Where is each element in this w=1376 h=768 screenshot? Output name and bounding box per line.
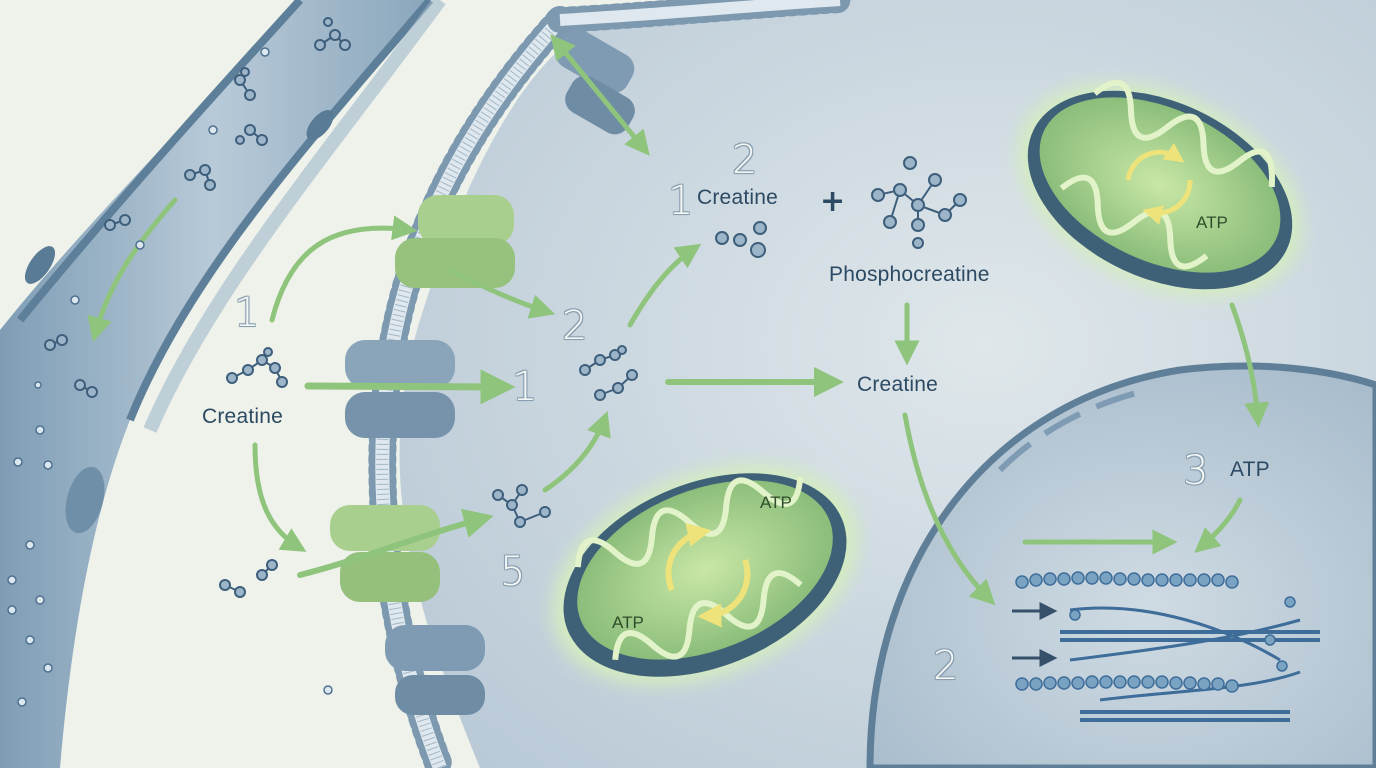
arrow-vessel-down <box>87 197 178 343</box>
channel-blue-middle <box>345 340 455 438</box>
arrow-up-to-creatine <box>627 243 702 328</box>
label-atp-right: ATP <box>1230 458 1270 481</box>
blood-vessel <box>0 0 446 768</box>
channel-green-upper <box>395 195 515 288</box>
molecule-lower-left <box>219 559 278 598</box>
arrow-mito-down <box>1229 302 1270 428</box>
arrow-lower-up <box>542 410 611 493</box>
channel-blue-bottom <box>385 625 485 715</box>
label-atp-mito-top: ATP <box>1196 213 1228 232</box>
step-number-top-left: 1 <box>668 178 694 224</box>
arrow-to-myofibril <box>902 412 996 606</box>
molecule-phosphocreatine <box>871 156 967 249</box>
fiber-pointer-arrows <box>1012 602 1058 667</box>
myofibril <box>1015 571 1320 722</box>
arrow-straight-middle <box>304 369 516 405</box>
molecule-creatine-left <box>226 347 288 388</box>
label-creatine-center: Creatine <box>857 373 938 396</box>
mitochondrion-top <box>1018 79 1302 297</box>
step-number-arrow-end: 1 <box>512 364 538 410</box>
step-number-top-right: 2 <box>732 137 758 183</box>
molecule-vessel-2 <box>234 67 256 101</box>
step-number-atp: 3 <box>1183 448 1209 494</box>
molecule-vessel-5 <box>104 214 131 231</box>
label-atp-mito-bottom-right: ATP <box>760 493 792 512</box>
molecule-vessel-1 <box>314 17 351 51</box>
arrow-atp-to-fiber <box>1194 497 1243 553</box>
arrow-top-channel <box>550 34 650 156</box>
molecule-vessel-6 <box>44 334 68 351</box>
molecules <box>44 17 967 598</box>
step-number-outside-top: 1 <box>234 290 260 336</box>
plus-sign: + <box>820 184 846 219</box>
label-creatine-top: Creatine <box>697 186 778 209</box>
label-creatine-extracellular: Creatine <box>202 405 283 428</box>
muscle-cell <box>866 362 1376 768</box>
vessel-particles <box>7 47 333 707</box>
arrow-channel-upper <box>447 267 556 319</box>
arrow-curve-down <box>252 442 307 552</box>
step-number-lower-cell: 5 <box>500 549 526 595</box>
label-atp-mito-bottom-left: ATP <box>612 613 644 632</box>
mitochondrion-bottom <box>551 464 859 686</box>
step-number-after-channel: 2 <box>562 303 588 349</box>
molecule-vessel-7 <box>74 379 98 398</box>
arrow-lower-channel <box>297 508 494 578</box>
molecule-creatine-top <box>715 221 767 258</box>
flow-arrows <box>87 34 1270 606</box>
step-number-muscle-fiber: 2 <box>933 643 959 689</box>
molecule-lower-cell <box>492 484 551 528</box>
molecule-vessel-4 <box>184 164 216 191</box>
molecule-after-channel <box>579 345 638 401</box>
arrow-curve-up <box>269 215 418 323</box>
molecule-vessel-3 <box>235 124 268 146</box>
label-phosphocreatine: Phosphocreatine <box>829 263 990 286</box>
